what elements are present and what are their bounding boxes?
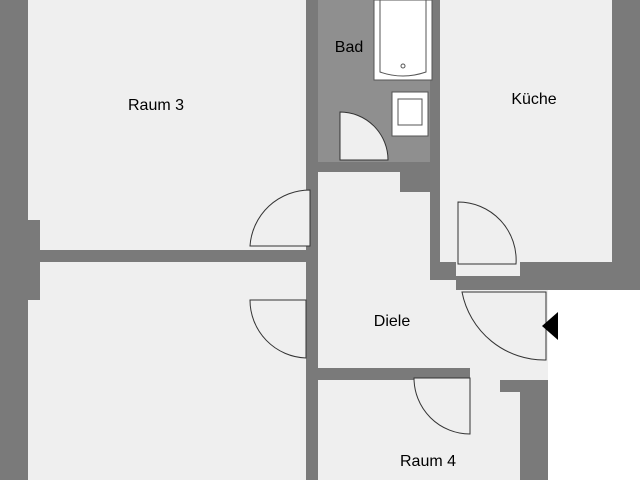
- room-label-diele: Diele: [374, 313, 411, 330]
- room-lower-left-floor: [28, 280, 306, 480]
- door-swing-kueche: [457, 201, 517, 265]
- bathtub: [373, 0, 433, 81]
- washbasin-inner: [397, 98, 423, 126]
- bathtub-drain: [400, 63, 406, 69]
- room-label-raum3: Raum 3: [128, 97, 184, 114]
- door-swing-raum3: [249, 189, 311, 247]
- wall-gap: [40, 262, 306, 280]
- room-label-raum4: Raum 4: [400, 453, 456, 470]
- room-raum3-floor: [28, 0, 306, 250]
- door-swing-lower-left: [249, 299, 307, 359]
- room-label-bad: Bad: [335, 39, 363, 56]
- door-swing-raum4: [413, 377, 471, 435]
- door-swing-entrance: [461, 291, 547, 361]
- room-label-kueche: Küche: [511, 91, 556, 108]
- bathtub-inner: [379, 0, 427, 77]
- entrance-arrow-icon: [542, 312, 558, 340]
- door-swing-bad: [339, 111, 389, 161]
